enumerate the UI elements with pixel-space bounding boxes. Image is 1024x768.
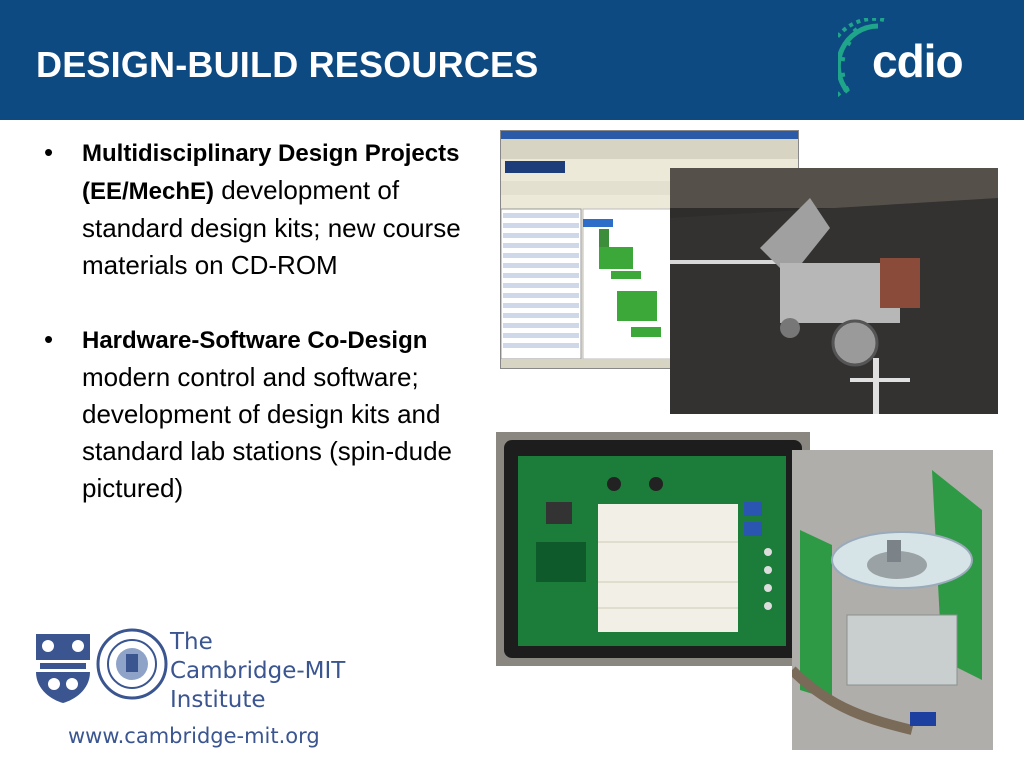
bullet-text: modern control and software; development… [82, 362, 453, 503]
cambridge-crest-icon [34, 632, 92, 709]
bullet-item: • Hardware-Software Co-Design modern con… [44, 321, 464, 507]
mit-seal-icon [96, 628, 168, 705]
robot-photo [670, 168, 998, 414]
logo-wordmark: cdio [872, 35, 964, 87]
bullet-dot: • [44, 324, 54, 354]
website-url[interactable]: www.cambridge-mit.org [68, 724, 320, 748]
bullet-heading: Hardware-Software Co-Design [82, 327, 428, 354]
cdio-logo: cdio [825, 16, 968, 110]
institute-line: Institute [170, 687, 266, 713]
slide-title: DESIGN-BUILD RESOURCES [36, 44, 539, 85]
bullet-text: development of standard design kits; new… [82, 175, 461, 280]
lab-station-photo [496, 432, 810, 666]
bullet-item: • Multidisciplinary Design Projects (EE/… [44, 134, 464, 284]
header-bar: DESIGN-BUILD RESOURCES cdio [0, 0, 1024, 120]
institute-name: The Cambridge-MIT Institute [170, 628, 345, 715]
institute-line: Cambridge-MIT [170, 658, 346, 684]
bullet-dot: • [44, 137, 54, 167]
bullet-list: • Multidisciplinary Design Projects (EE/… [44, 134, 464, 544]
institute-line: The [170, 629, 213, 655]
spin-dude-photo [792, 450, 993, 750]
bullet-heading: Multidisciplinary Design Projects (EE/Me… [82, 140, 460, 205]
